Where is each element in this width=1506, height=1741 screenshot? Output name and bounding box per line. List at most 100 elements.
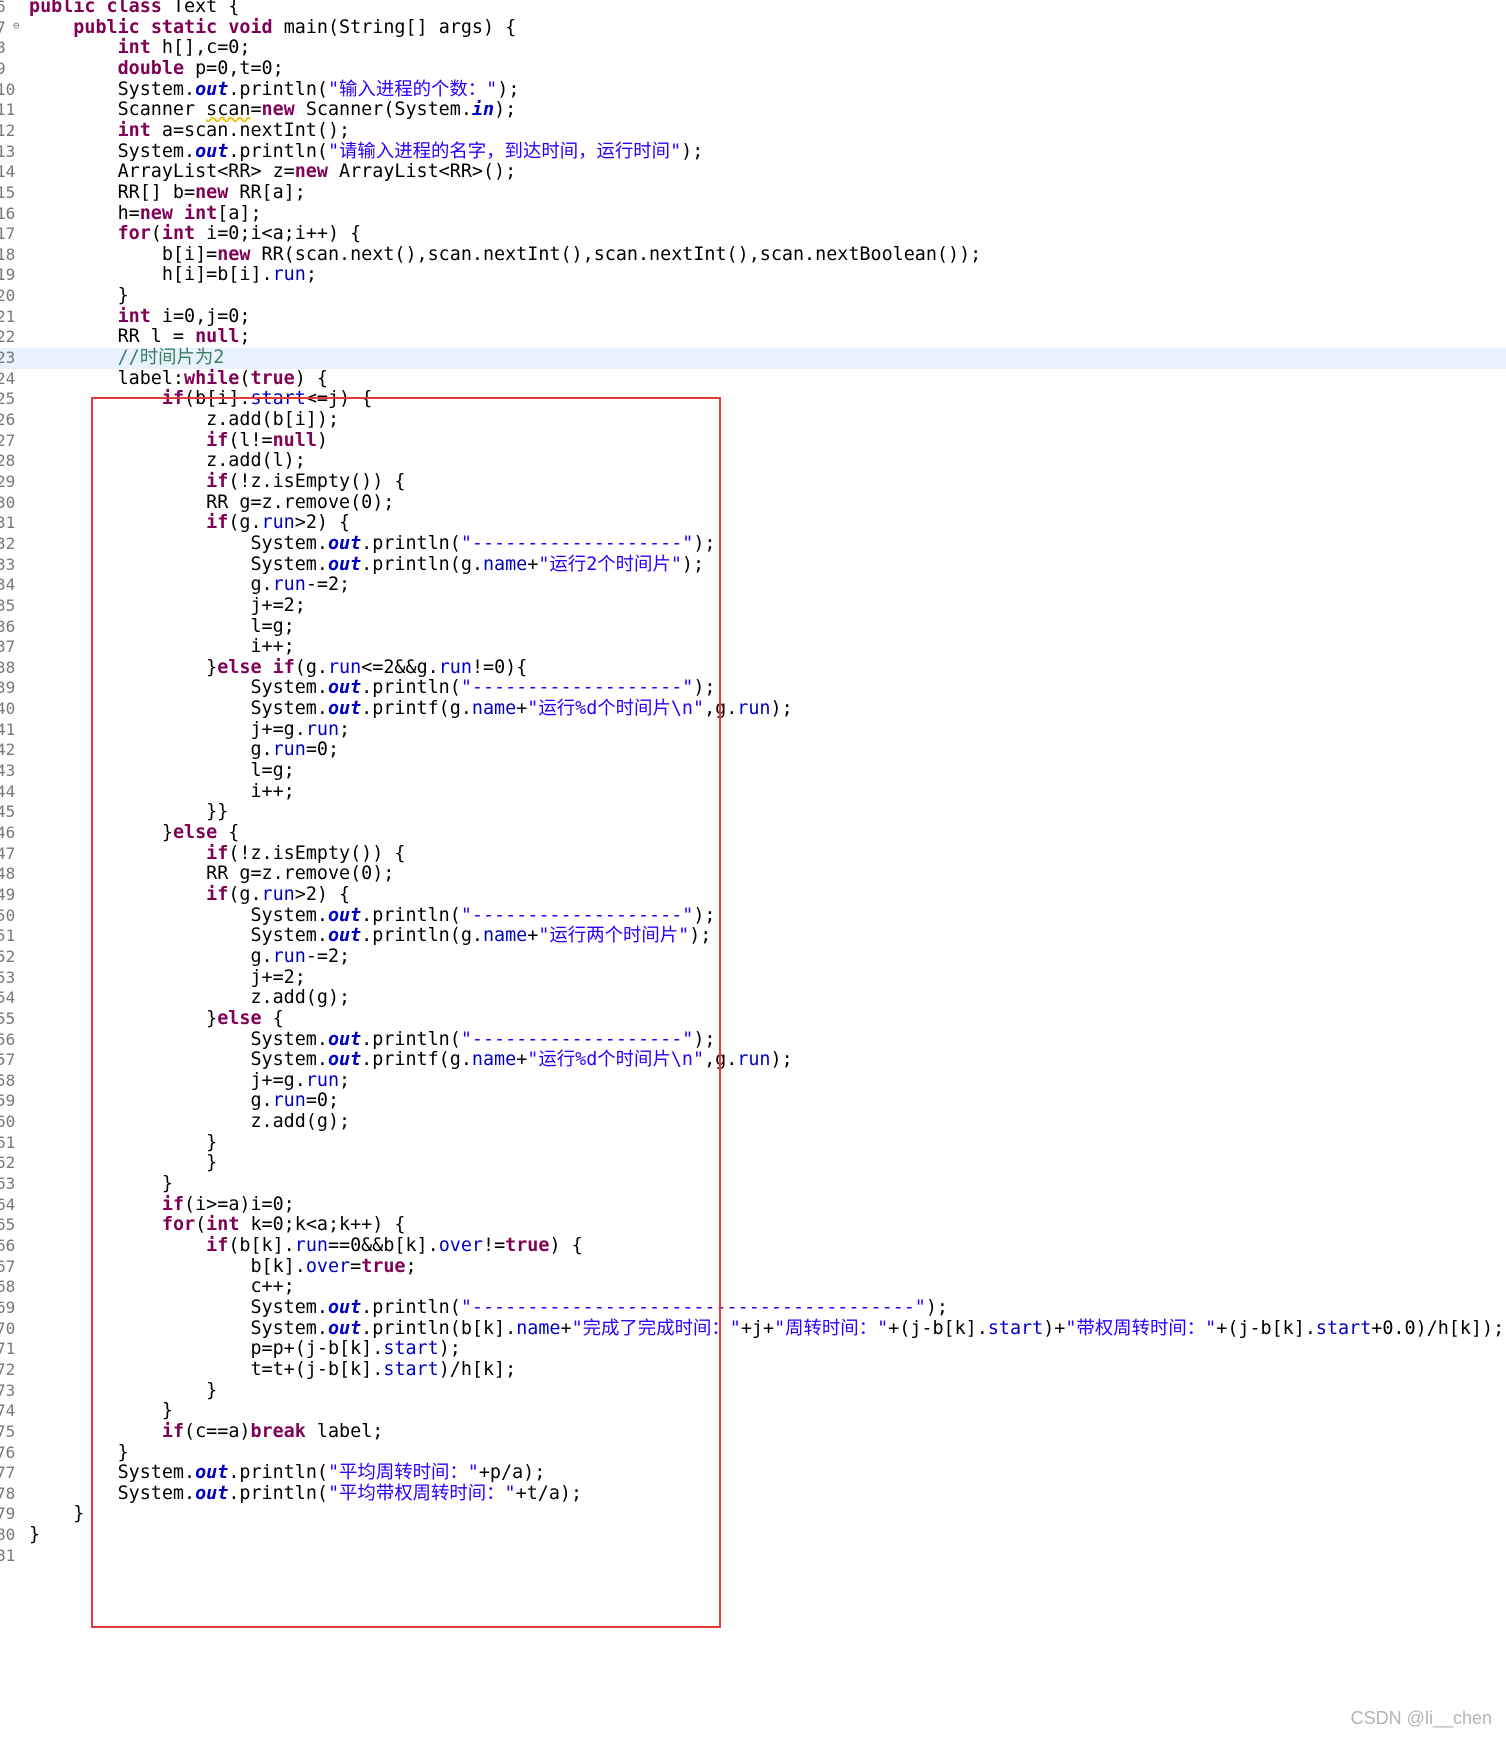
code-line[interactable]: 69 System.out.println("-----------------… (0, 1296, 1506, 1319)
code-line[interactable]: 48 RR g=z.remove(0); (0, 864, 1506, 885)
code-line[interactable]: 11 Scanner scan=new Scanner(System.in); (0, 99, 1506, 121)
code-line[interactable]: 14 ArrayList<RR> z=new ArrayList<RR>(); (0, 161, 1506, 183)
code-line[interactable]: 44 i++; (0, 781, 1506, 803)
code-line[interactable]: 54 z.add(g); (0, 988, 1506, 1009)
code-line[interactable]: 36 l=g; (0, 616, 1506, 638)
code-line[interactable]: 20 } (0, 285, 1506, 307)
code-text: j+=g.run; (29, 1069, 351, 1091)
code-line[interactable]: 37 i++; (0, 636, 1506, 658)
code-line[interactable]: 19 h[i]=b[i].run; (0, 265, 1506, 286)
code-line[interactable]: 39 System.out.println("-----------------… (0, 678, 1506, 699)
code-line[interactable]: 24 label:while(true) { (0, 368, 1506, 390)
code-text: }else if(g.run<=2&&g.run!=0){ (29, 656, 528, 678)
code-line[interactable]: 62 } (0, 1153, 1506, 1174)
code-line[interactable]: 34 g.run-=2; (0, 574, 1506, 596)
code-line[interactable]: 9 double p=0,t=0; (0, 57, 1506, 80)
code-line[interactable]: 60 z.add(g); (0, 1111, 1506, 1133)
code-line[interactable]: 28 z.add(l); (0, 451, 1506, 472)
code-line[interactable]: 49 if(g.run>2) { (0, 884, 1506, 906)
code-line[interactable]: 63 } (0, 1173, 1506, 1195)
code-line[interactable]: 26 z.add(b[i]); (0, 409, 1506, 431)
code-line[interactable]: 42 g.run=0; (0, 740, 1506, 761)
code-text: //时间片为2 (117, 347, 225, 369)
code-text: } (29, 1441, 129, 1463)
code-line[interactable]: 17 for(int i=0;i<a;i++) { (0, 223, 1506, 245)
code-line[interactable]: 40 System.out.printf(g.name+"运行%d个时间片\n"… (0, 698, 1506, 720)
code-text: System.out.println("-------------------"… (29, 904, 716, 926)
code-line[interactable]: 57 System.out.printf(g.name+"运行%d个时间片\n"… (0, 1049, 1506, 1071)
code-line[interactable]: 30 RR g=z.remove(0); (0, 492, 1506, 514)
code-text: for(int i=0;i<a;i++) { (117, 223, 362, 245)
code-line[interactable]: 27 if(l!=null) (0, 429, 1506, 452)
code-line[interactable]: 41 j+=g.run; (0, 719, 1506, 741)
code-line[interactable]: 10 System.out.println("输入进程的个数："); (0, 79, 1506, 101)
code-text: j+=2; (29, 594, 306, 616)
code-line[interactable]: 59 g.run=0; (0, 1091, 1506, 1112)
code-text: h[i]=b[i].run; (29, 264, 317, 286)
line-number: 31 (0, 513, 16, 533)
code-line[interactable]: 45 }} (0, 802, 1506, 823)
code-line[interactable]: 75 if(c==a)break label; (0, 1421, 1506, 1443)
code-line[interactable]: 18 b[i]=new RR(scan.next(),scan.nextInt(… (0, 244, 1506, 266)
code-line[interactable]: 55 }else { (0, 1008, 1506, 1030)
code-line[interactable]: 13 System.out.println("请输入进程的名字，到达时间，运行时… (0, 141, 1506, 163)
code-line[interactable]: 46 }else { (0, 822, 1506, 844)
line-number: 46 (0, 823, 16, 842)
code-line[interactable]: 8 int h[],c=0; (0, 37, 1506, 59)
code-line[interactable]: 72 t=t+(j-b[k].start)/h[k]; (0, 1359, 1506, 1381)
code-text: RR g=z.remove(0); (29, 863, 395, 885)
code-text: public static void main(String[] args) { (73, 16, 517, 38)
code-line[interactable]: 25 if(b[i].start<=j) { (0, 389, 1506, 410)
line-number: 69 (0, 1297, 16, 1317)
code-line[interactable]: 76 } (0, 1441, 1506, 1464)
code-line[interactable]: 7⊖ public static void main(String[] args… (0, 16, 1506, 39)
code-line[interactable]: 74 } (0, 1401, 1506, 1422)
fold-toggle-icon[interactable]: ⊖ (13, 18, 20, 32)
code-line[interactable]: 66 if(b[k].run==0&&b[k].over!=true) { (0, 1235, 1506, 1257)
code-line[interactable]: 15 RR[] b=new RR[a]; (0, 182, 1506, 204)
code-text: double p=0,t=0; (117, 57, 284, 79)
code-line[interactable]: 47 if(!z.isEmpty()) { (0, 843, 1506, 865)
code-line[interactable]: 64 if(i>=a)i=0; (0, 1194, 1506, 1216)
code-line[interactable]: 61 } (0, 1132, 1506, 1154)
code-line[interactable]: 51 System.out.println(g.name+"运行两个时间片"); (0, 925, 1506, 947)
code-line[interactable]: 81 (0, 1546, 1506, 1567)
code-line[interactable]: 67 b[k].over=true; (0, 1256, 1506, 1278)
code-line[interactable]: 50 System.out.println("-----------------… (0, 904, 1506, 927)
code-line[interactable]: 33 System.out.println(g.name+"运行2个时间片"); (0, 554, 1506, 576)
code-text: if(g.run>2) { (206, 512, 351, 534)
code-line[interactable]: 78 System.out.println("平均带权周转时间："+t/a); (0, 1483, 1506, 1505)
code-line[interactable]: 77 System.out.println("平均周转时间："+p/a); (0, 1462, 1506, 1484)
code-line[interactable]: 79 } (0, 1504, 1506, 1525)
line-number: 28 (0, 451, 16, 471)
code-text: } (29, 1379, 218, 1401)
code-line[interactable]: 56 System.out.println("-----------------… (0, 1029, 1506, 1051)
code-line[interactable]: 43 l=g; (0, 760, 1506, 782)
code-line[interactable]: 70 System.out.println(b[k].name+"完成了完成时间… (0, 1318, 1506, 1340)
code-line[interactable]: 65 for(int k=0;k<a;k++) { (0, 1215, 1506, 1236)
code-text: } (29, 1400, 173, 1422)
code-line[interactable]: 38 }else if(g.run<=2&&g.run!=0){ (0, 656, 1506, 679)
code-line[interactable]: 16 h=new int[a]; (0, 203, 1506, 225)
code-line[interactable]: 23 //时间片为2 (0, 347, 1506, 369)
code-line[interactable]: 80} (0, 1524, 1506, 1546)
code-line[interactable]: 73 } (0, 1379, 1506, 1402)
line-number: 35 (0, 595, 16, 615)
code-line[interactable]: 53 j+=2; (0, 967, 1506, 989)
code-line[interactable]: 68 c++; (0, 1277, 1506, 1298)
line-number: 64 (0, 1194, 16, 1214)
code-line[interactable]: 35 j+=2; (0, 594, 1506, 617)
code-line[interactable]: 21 int i=0,j=0; (0, 306, 1506, 328)
code-line[interactable]: 71 p=p+(j-b[k].start); (0, 1338, 1506, 1360)
code-line[interactable]: 32 System.out.println("-----------------… (0, 533, 1506, 555)
code-text: System.out.println("--------------------… (29, 1296, 949, 1318)
code-line[interactable]: 22 RR l = null; (0, 327, 1506, 348)
code-text: if(l!=null) (206, 429, 328, 451)
code-line[interactable]: 52 g.run-=2; (0, 946, 1506, 968)
code-line[interactable]: 29 if(!z.isEmpty()) { (0, 471, 1506, 493)
code-line[interactable]: 12 int a=scan.nextInt(); (0, 120, 1506, 142)
code-line[interactable]: 31 if(g.run>2) { (0, 512, 1506, 534)
code-line[interactable]: 58 j+=g.run; (0, 1069, 1506, 1092)
